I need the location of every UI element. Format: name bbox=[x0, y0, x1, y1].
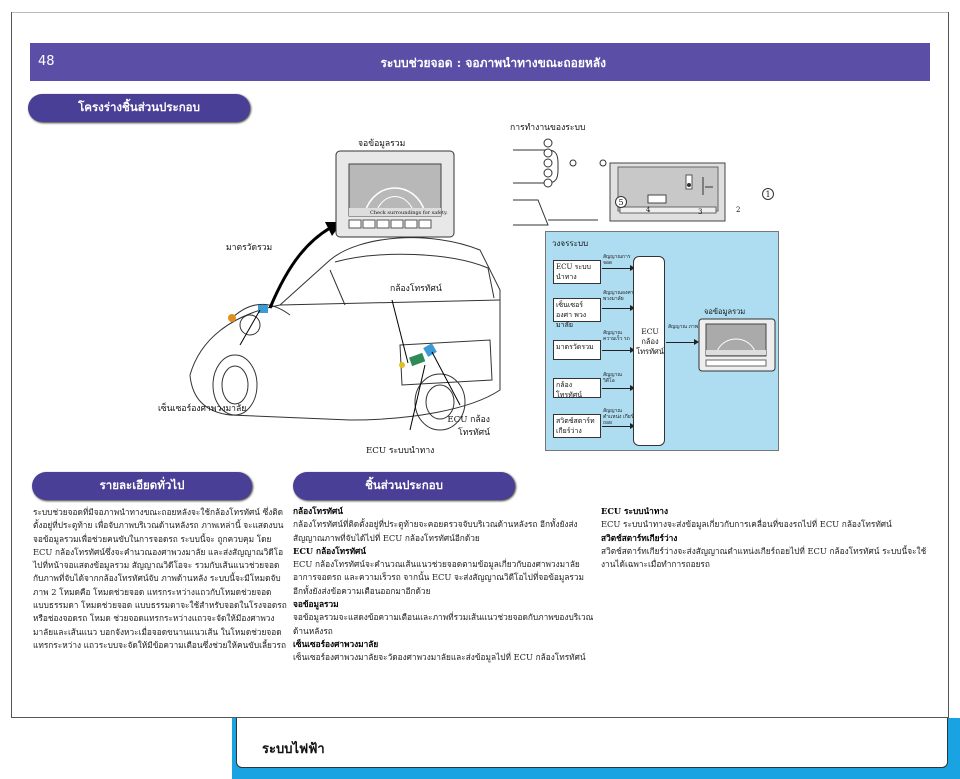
circuit-arrowhead-2 bbox=[630, 305, 635, 311]
label-nav-ecu: ECU ระบบนำทาง bbox=[366, 446, 435, 456]
component-head-camera: กล้องโทรทัศน์ bbox=[293, 506, 343, 516]
component-head-nav-ecu: ECU ระบบนำทาง bbox=[601, 506, 669, 516]
label-multi-display: จอข้อมูลรวม bbox=[358, 139, 406, 149]
label-steering-sensor: เซ็นเซอร์องศาพวงมาลัย bbox=[158, 404, 247, 414]
component-head-steering: เซ็นเซอร์องศาพวงมาลัย bbox=[293, 638, 379, 649]
circuit-signal-parking: สัญญาณการจอด bbox=[603, 254, 631, 266]
component-body-camera-ecu: ECU กล้องโทรทัศน์จะคำนวณเส้นแนวช่วยจอดตา… bbox=[293, 559, 585, 596]
overview-text: ระบบช่วยจอดที่มีจอภาพนำทางขณะถอยหลังจะใช… bbox=[33, 507, 287, 650]
circuit-camera-ecu: ECU กล้อง โทรทัศน์ bbox=[633, 256, 665, 446]
circuit-signal-image: สัญญาณ ภาพ bbox=[668, 324, 699, 330]
circuit-display-illustration bbox=[698, 318, 776, 372]
circuit-signal-steering: สัญญาณองศา พวงมาลัย bbox=[603, 290, 634, 302]
components-column-1: กล้องโทรทัศน์ กล้องโทรทัศน์ที่ติดตั้งอยู… bbox=[293, 505, 595, 665]
callout-4: 4 bbox=[646, 206, 651, 214]
footer-title: ระบบไฟฟ้า bbox=[262, 742, 325, 757]
section-heading-overview: รายละเอียดทั่วไป bbox=[32, 472, 252, 500]
component-head-display: จอข้อมูลรวม bbox=[293, 599, 339, 610]
label-camera: กล้องโทรทัศน์ bbox=[390, 284, 442, 294]
circuit-box-steering-sensor: เซ็นเซอร์องศา พวงมาลัย bbox=[553, 298, 601, 329]
circuit-arrow-4 bbox=[602, 388, 632, 389]
circuit-arrow-1 bbox=[602, 268, 632, 269]
callout-5: 5 bbox=[615, 196, 627, 208]
circuit-title: วงจรระบบ bbox=[552, 239, 589, 248]
circuit-arrowhead-4 bbox=[630, 385, 635, 391]
circuit-box-neutral-switch: สวิตช์สตาร์ท เกียร์ว่าง bbox=[553, 414, 601, 438]
circuit-arrowhead-out bbox=[694, 339, 699, 345]
callout-2: 2 bbox=[736, 206, 741, 214]
circuit-arrowhead-1 bbox=[630, 265, 635, 271]
section-heading-components: ชิ้นส่วนประกอบ bbox=[293, 472, 515, 500]
components-column-2: ECU ระบบนำทาง ECU ระบบนำทางจะส่งข้อมูลเก… bbox=[601, 505, 929, 571]
component-head-neutral-switch: สวิตช์สตาร์ทเกียร์ว่าง bbox=[601, 532, 678, 543]
circuit-arrow-2 bbox=[602, 308, 632, 309]
system-circuit-panel: วงจรระบบ ECU ระบบนำทาง เซ็นเซอร์องศา พวง… bbox=[545, 231, 779, 451]
component-body-steering: เซ็นเซอร์องศาพวงมาลัยจะวัดองศาพวงมาลัยแล… bbox=[293, 652, 586, 663]
screen-caption: Check surroundings for safety. bbox=[370, 210, 448, 216]
component-body-display: จอข้อมูลรวมจะแสดงข้อความเตือนและภาพที่รว… bbox=[293, 612, 594, 636]
circuit-box-nav-ecu: ECU ระบบนำทาง bbox=[553, 260, 601, 284]
circuit-arrowhead-5 bbox=[630, 423, 635, 429]
circuit-signal-reverse: สัญญาณ ตำแหน่ง เกียร์ถอย bbox=[603, 408, 634, 426]
circuit-arrow-out bbox=[666, 342, 696, 343]
callout-3: 3 bbox=[698, 208, 703, 216]
system-operation-diagram bbox=[513, 138, 726, 226]
header-bar: 48 ระบบช่วยจอด : จอภาพนำทางขณะถอยหลัง bbox=[30, 43, 930, 81]
page-title: ระบบช่วยจอด : จอภาพนำทางขณะถอยหลัง bbox=[380, 56, 606, 70]
footer-tab bbox=[236, 718, 948, 768]
component-body-neutral-switch: สวิตช์สตาร์ทเกียร์ว่างจะส่งสัญญาณตำแหน่ง… bbox=[601, 545, 927, 570]
component-head-camera-ecu: ECU กล้องโทรทัศน์ bbox=[293, 545, 366, 556]
label-system-operation: การทำงานของระบบ bbox=[510, 123, 586, 133]
circuit-box-meter: มาตรวัดรวม bbox=[553, 340, 601, 360]
circuit-signal-speed: สัญญาณ ความเร็ว รถ bbox=[603, 330, 630, 342]
circuit-arrow-5 bbox=[602, 426, 632, 427]
callout-1: 1 bbox=[762, 188, 774, 200]
page-number: 48 bbox=[38, 54, 55, 69]
car-illustration bbox=[189, 222, 501, 431]
circuit-arrowhead-3 bbox=[630, 347, 635, 353]
label-camera-ecu: ECU กล้อง โทรทัศน์ bbox=[447, 415, 490, 438]
page-frame bbox=[11, 12, 949, 718]
circuit-ecu-label: ECU กล้อง โทรทัศน์ bbox=[636, 327, 664, 356]
component-body-nav-ecu: ECU ระบบนำทางจะส่งข้อมูลเกี่ยวกับการเคลื… bbox=[601, 519, 892, 530]
label-meter: มาตรวัดรวม bbox=[226, 243, 273, 253]
multi-display-illustration bbox=[335, 150, 455, 238]
circuit-arrow-3 bbox=[602, 350, 632, 351]
circuit-box-camera: กล้องโทรทัศน์ bbox=[553, 378, 601, 399]
component-body-camera: กล้องโทรทัศน์ที่ติดตั้งอยู่ที่ประตูท้ายจ… bbox=[293, 519, 578, 543]
section-heading-components-structure: โครงร่างชิ้นส่วนประกอบ bbox=[28, 94, 250, 122]
circuit-signal-video: สัญญาณ วิดีโอ bbox=[603, 372, 623, 384]
frame-top-line bbox=[11, 12, 949, 13]
circuit-display-label: จอข้อมูลรวม bbox=[704, 307, 746, 316]
